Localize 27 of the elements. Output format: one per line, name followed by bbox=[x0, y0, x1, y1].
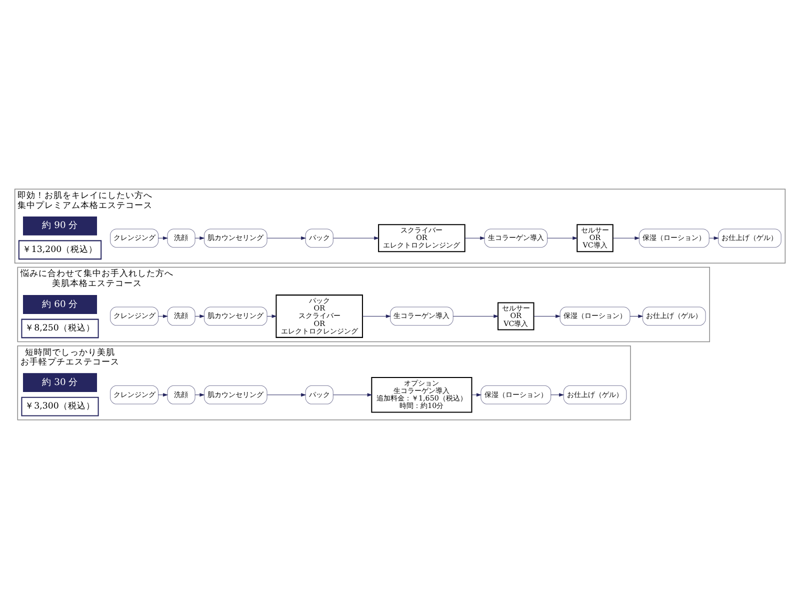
arrow bbox=[534, 314, 561, 318]
arrow bbox=[464, 236, 486, 240]
arrow bbox=[550, 393, 564, 397]
arrow bbox=[266, 393, 306, 397]
arrow bbox=[194, 236, 205, 240]
arrow bbox=[194, 393, 205, 397]
arrow bbox=[194, 314, 205, 318]
arrow bbox=[266, 236, 306, 240]
arrow bbox=[709, 236, 719, 240]
node-box: ￥8,250（税込） bbox=[21, 318, 99, 338]
arrow bbox=[630, 314, 644, 318]
node-box: ￥13,200（税込） bbox=[18, 240, 102, 260]
arrow bbox=[158, 314, 168, 318]
arrow bbox=[158, 236, 168, 240]
arrow bbox=[547, 236, 578, 240]
arrow bbox=[362, 314, 392, 318]
arrow bbox=[333, 236, 380, 240]
arrow bbox=[333, 393, 372, 397]
arrow bbox=[158, 393, 168, 397]
node-box: 約 60 分 bbox=[23, 295, 98, 314]
arrow bbox=[266, 314, 277, 318]
node-box: 約 30 分 bbox=[23, 373, 98, 392]
arrow bbox=[612, 236, 640, 240]
node-box: ￥3,300（税込） bbox=[21, 396, 99, 416]
node-box: 約 90 分 bbox=[23, 216, 98, 236]
arrow bbox=[452, 314, 499, 318]
arrow bbox=[472, 393, 482, 397]
